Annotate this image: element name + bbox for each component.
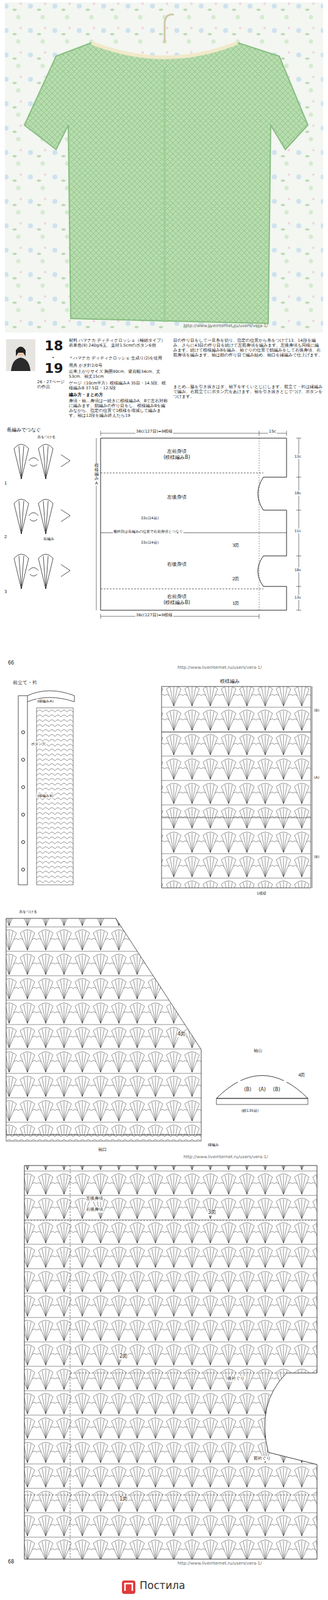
- label-text: (縁編みA): [36, 698, 55, 703]
- pattern-piece: 左後身頃: [164, 492, 189, 502]
- label-text: 36c(127目)=9模様: [135, 428, 174, 434]
- label-text: http://www.liveinternet.ru/users/vera-1/: [182, 1153, 269, 1159]
- piece-label: (A): [258, 1085, 266, 1092]
- label-text: まとめ…脇を引き抜きはぎ、袖下をすくいとじにします。前立て・衿は縁編みで編み、右…: [172, 384, 324, 399]
- label-text: http://www.liveinternet.ru/users/vera-1/: [176, 664, 263, 671]
- label-text: ボタン穴: [30, 740, 47, 746]
- label-text: 2図: [118, 1352, 129, 1359]
- label-text: 11c: [293, 527, 302, 533]
- label-text: 後衿ぐり: [226, 1374, 246, 1381]
- label-text: 33c(24目): [140, 539, 160, 545]
- label-text: 編み方・まとめ方: [68, 392, 104, 397]
- label-text: (B): [313, 853, 321, 859]
- label-text: 長編み: [42, 536, 55, 541]
- label-text: (B): [313, 707, 321, 713]
- label-text: 36c(127目)=9模様: [135, 612, 174, 617]
- label-text: 袖山: [253, 1047, 263, 1053]
- label-text: 1図: [231, 600, 240, 607]
- label-text: 18c: [293, 566, 302, 572]
- label-text: 糸をつける: [18, 908, 38, 914]
- label-text: ゲージ（10cm平方）模様編みA 35目・14.5段、模様編みB 37.5目・1…: [68, 380, 171, 391]
- label-text: 用具 かぎ針2/0号: [68, 362, 171, 368]
- label-text: 身頃・袖…身頃は一続きに模様編みA、Bで左右対称に編みます。鎖編みの作り目をし、…: [68, 398, 171, 419]
- label-text: 前衿ぐり: [253, 1454, 272, 1461]
- pattern-piece: (B) (A) (B): [237, 1079, 286, 1094]
- label-text: 材料 ハマナカ ディティクロッシェ（極細タイプ）若草色(9) 240g/6玉、直…: [68, 337, 171, 348]
- label-text: 1: [3, 480, 8, 486]
- label-text: 68: [7, 1557, 15, 1564]
- label-text: 縁編み: [207, 1141, 220, 1147]
- label-text: 前立て・衿: [12, 679, 38, 686]
- piece-label: (模様編みB): [163, 599, 191, 606]
- label-text: Постила: [139, 1577, 186, 1591]
- label-text: 袖口: [97, 1146, 108, 1152]
- label-text: 19: [43, 359, 65, 377]
- label-text: 目の作り目をして一旦糸を切り、指定の位置から糸をつけて13、14段を編み、さらに…: [172, 337, 324, 358]
- label-text: 最終段は長編みの位置で右前身頃とつなぐ: [112, 528, 184, 534]
- label-text: http://www.liveinternet.ru/users/vera-1/: [176, 1559, 263, 1566]
- label-text: 26・27ページの作品: [36, 379, 69, 389]
- label-text: 13c: [293, 594, 302, 600]
- label-text: 右後身頃: [85, 1205, 104, 1212]
- piece-label: (模様編みB): [163, 454, 191, 461]
- label-text: 2: [3, 534, 8, 540]
- label-text: 模様編みA: [93, 463, 100, 486]
- label-text: 13c: [293, 453, 302, 459]
- piece-label: (B): [243, 1085, 252, 1092]
- label-text: 3図: [207, 1208, 217, 1215]
- label-text: 1図: [118, 1494, 129, 1501]
- label-text: 15c: [268, 428, 277, 434]
- label-text: 3: [3, 588, 8, 595]
- label-text: 4図: [176, 1030, 186, 1037]
- piece-label: 右後身頃: [167, 560, 187, 567]
- label-text: 1模様: [256, 890, 268, 895]
- label-text: 長編みでつなぐ: [6, 426, 42, 433]
- label-text: 18: [43, 337, 65, 355]
- label-text: 66: [7, 659, 15, 666]
- label-text: ＊ハマナカ ディティクロッシェ 生成り(2)を使用: [68, 355, 171, 361]
- label-text: 18c: [293, 490, 302, 496]
- label-text: http://www.liveinternet.ru/users/vera-1/: [182, 323, 269, 329]
- label-text: (縁編みB): [36, 792, 55, 798]
- label-text: (鎖135目): [240, 1107, 260, 1113]
- pattern-piece: 右後身頃: [164, 559, 189, 569]
- label-text: (A): [313, 774, 321, 780]
- label-text: 4図: [297, 1071, 306, 1078]
- label-text: 2図: [231, 576, 240, 582]
- piece-label: (B): [273, 1085, 281, 1092]
- label-text: 出来上がりサイズ 胸囲90cm、背肩幅34cm、丈53cm、袖丈15cm: [68, 368, 171, 379]
- piece-label: 右前身頃: [163, 593, 191, 600]
- pattern-piece: 左前身頃(模様編みB): [160, 446, 193, 463]
- label-text: 糸をつける: [36, 434, 57, 439]
- label-text: 模様編み: [219, 677, 241, 685]
- piece-label: 左前身頃: [163, 448, 191, 455]
- label-text: 左後身頃: [85, 1194, 104, 1201]
- pattern-piece: 右前身頃(模様編みB): [160, 591, 193, 608]
- label-text: 33c(24目): [140, 515, 160, 521]
- label-text: 3図: [231, 542, 240, 549]
- piece-label: 左後身頃: [167, 493, 187, 500]
